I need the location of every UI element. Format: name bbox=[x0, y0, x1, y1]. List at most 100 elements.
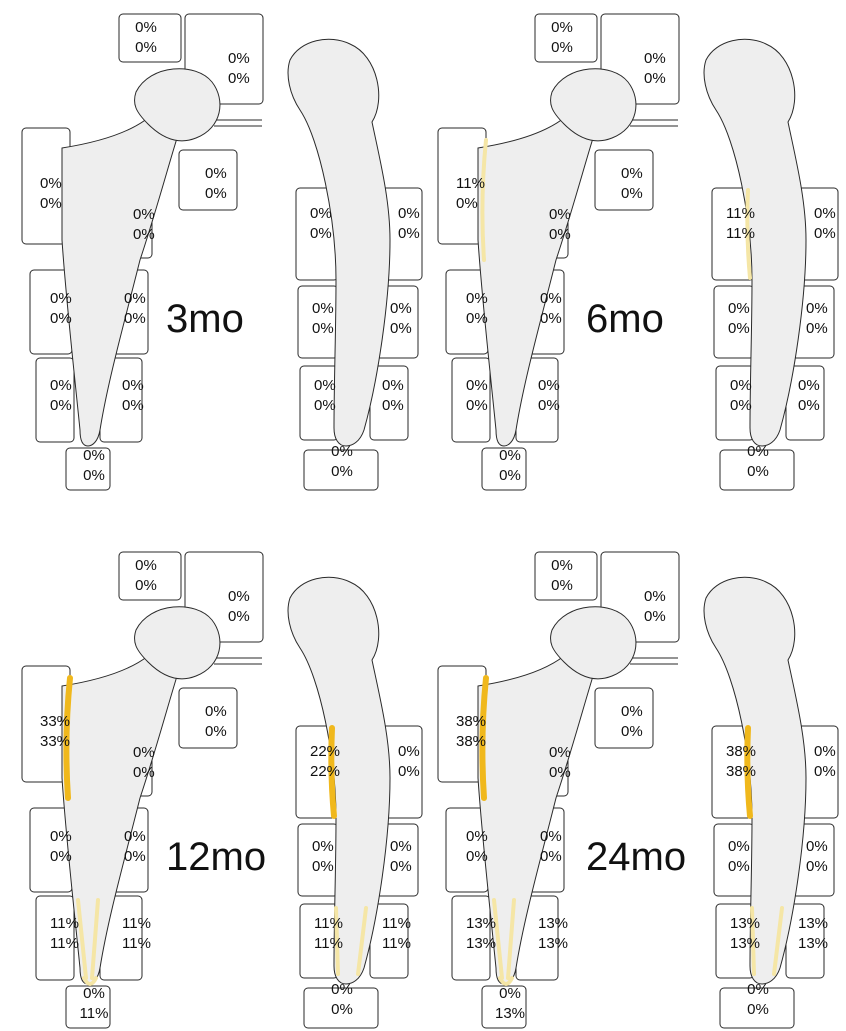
ap-radiolucency-lateral-distal bbox=[76, 898, 88, 980]
lat-zone-tip-outline bbox=[303, 987, 379, 1029]
ap-medial-distal-value: 13% bbox=[538, 935, 568, 952]
ap-zone-greater-trochanter-outline bbox=[534, 13, 598, 63]
ap-lateral-distal-value: 0% bbox=[466, 377, 488, 394]
ap-medial-middle-value: 0% bbox=[124, 848, 146, 865]
ap-zone-lateral-distal-outline bbox=[35, 895, 75, 981]
lat-radiolucency-posterior-distal bbox=[356, 906, 368, 976]
lat-posterior-distal-value: 0% bbox=[382, 377, 404, 394]
ap-zone-greater-trochanter-outline bbox=[534, 551, 598, 601]
ap-zone-lesser-trochanter-outline bbox=[178, 687, 238, 749]
ap-medial-distal-value: 0% bbox=[122, 377, 144, 394]
lat-radiolucency-anterior-distal bbox=[334, 906, 340, 976]
ap-medial-middle-value: 0% bbox=[124, 290, 146, 307]
ap-zone-lesser-trochanter-outline bbox=[178, 149, 238, 211]
ap-lateral-distal-value: 0% bbox=[466, 397, 488, 414]
ap-tip-value: 0% bbox=[499, 447, 521, 464]
lat-anterior-proximal-value: 38% bbox=[726, 743, 756, 760]
ap-greater-trochanter-value: 0% bbox=[551, 39, 573, 56]
lat-posterior-proximal-value: 0% bbox=[398, 225, 420, 242]
lat-posterior-distal-value: 0% bbox=[798, 377, 820, 394]
panel-24mo: 0%0%0%0%0%0%38%38%0%0%0%0%0%0%13%13%13%1… bbox=[437, 551, 839, 1029]
lat-posterior-distal-value: 13% bbox=[798, 935, 828, 952]
panel-3mo: 0%0%0%0%0%0%0%0%0%0%0%0%0%0%0%0%0%0%0%0%… bbox=[21, 13, 423, 491]
lat-anterior-proximal-value: 38% bbox=[726, 763, 756, 780]
ap-lateral-middle-value: 0% bbox=[50, 290, 72, 307]
ap-lateral-middle-value: 0% bbox=[466, 828, 488, 845]
ap-lateral-proximal-value: 33% bbox=[40, 733, 70, 750]
ap-tip-value: 0% bbox=[83, 985, 105, 1002]
lat-anterior-distal-value: 0% bbox=[730, 377, 752, 394]
lat-posterior-distal-value: 0% bbox=[382, 397, 404, 414]
ap-greater-trochanter-value: 0% bbox=[551, 557, 573, 574]
ap-lateral-middle-value: 0% bbox=[50, 828, 72, 845]
lat-posterior-middle-value: 0% bbox=[390, 300, 412, 317]
ap-lateral-proximal-value: 0% bbox=[40, 195, 62, 212]
ap-neck-value: 0% bbox=[644, 608, 666, 625]
lat-posterior-distal-value: 11% bbox=[382, 935, 411, 952]
ap-tip-value: 13% bbox=[495, 1005, 525, 1022]
period-label: 6mo bbox=[586, 297, 664, 341]
lat-anterior-distal-value: 13% bbox=[730, 915, 760, 932]
ap-medial-middle-value: 0% bbox=[124, 828, 146, 845]
lat-radiolucency-anterior-distal bbox=[750, 906, 756, 976]
ap-medial-distal-value: 0% bbox=[122, 397, 144, 414]
ap-lesser-trochanter-value: 0% bbox=[621, 185, 643, 202]
ap-medial-distal-value: 0% bbox=[538, 397, 560, 414]
lat-radiolucency-anterior-proximal bbox=[328, 725, 337, 819]
ap-medial-distal-value: 11% bbox=[122, 915, 151, 932]
ap-lateral-distal-value: 11% bbox=[50, 915, 79, 932]
lat-tip-value: 0% bbox=[331, 463, 353, 480]
lat-posterior-distal-value: 0% bbox=[798, 397, 820, 414]
ap-radiolucency-tip bbox=[82, 976, 98, 986]
ap-zone-tip-outline bbox=[65, 447, 111, 491]
lat-tip-value: 0% bbox=[747, 443, 769, 460]
ap-radiolucency-lateral-proximal bbox=[479, 675, 489, 801]
lat-anterior-proximal-value: 11% bbox=[726, 205, 755, 222]
lat-anterior-distal-value: 0% bbox=[314, 397, 336, 414]
lat-posterior-middle-value: 0% bbox=[390, 858, 412, 875]
lat-posterior-middle-value: 0% bbox=[390, 838, 412, 855]
lat-posterior-proximal-value: 0% bbox=[398, 743, 420, 760]
lat-anterior-proximal-value: 11% bbox=[726, 225, 755, 242]
period-label: 24mo bbox=[586, 835, 686, 879]
lat-posterior-proximal-value: 0% bbox=[814, 743, 836, 760]
femoral-stem-lateral bbox=[703, 38, 807, 447]
ap-medial-middle-value: 0% bbox=[540, 828, 562, 845]
femoral-head-ap bbox=[134, 606, 221, 680]
femoral-stem-lateral bbox=[287, 38, 391, 447]
lat-anterior-proximal-value: 22% bbox=[310, 763, 340, 780]
ap-neck-value: 0% bbox=[644, 588, 666, 605]
lat-anterior-proximal-value: 0% bbox=[310, 225, 332, 242]
ap-lateral-distal-value: 0% bbox=[50, 377, 72, 394]
lat-anterior-middle-value: 0% bbox=[312, 838, 334, 855]
lat-posterior-middle-value: 0% bbox=[806, 858, 828, 875]
ap-greater-trochanter-value: 0% bbox=[135, 577, 157, 594]
ap-greater-trochanter-value: 0% bbox=[551, 577, 573, 594]
lat-anterior-middle-value: 0% bbox=[312, 858, 334, 875]
ap-medial-middle-value: 0% bbox=[540, 290, 562, 307]
lat-posterior-proximal-value: 0% bbox=[814, 205, 836, 222]
ap-lateral-middle-value: 0% bbox=[466, 290, 488, 307]
lat-anterior-distal-value: 0% bbox=[730, 397, 752, 414]
period-label: 3mo bbox=[166, 297, 244, 341]
ap-medial-distal-value: 13% bbox=[538, 915, 568, 932]
ap-lesser-trochanter-value: 0% bbox=[621, 723, 643, 740]
ap-lateral-distal-value: 13% bbox=[466, 935, 496, 952]
ap-lateral-proximal-value: 33% bbox=[40, 713, 70, 730]
ap-tip-value: 0% bbox=[83, 447, 105, 464]
ap-greater-trochanter-value: 0% bbox=[135, 557, 157, 574]
lat-posterior-middle-value: 0% bbox=[390, 320, 412, 337]
lat-posterior-proximal-value: 0% bbox=[814, 225, 836, 242]
femoral-head-ap bbox=[550, 68, 637, 142]
ap-radiolucency-medial-distal bbox=[90, 898, 100, 980]
ap-zone-tip-outline bbox=[65, 985, 111, 1029]
lat-posterior-distal-value: 11% bbox=[382, 915, 411, 932]
lat-anterior-middle-value: 0% bbox=[728, 858, 750, 875]
panel-6mo: 0%0%0%0%0%0%11%0%0%0%0%0%0%0%0%0%0%0%0%0… bbox=[437, 13, 839, 491]
ap-neck-value: 0% bbox=[228, 608, 250, 625]
ap-zone-lateral-distal-outline bbox=[35, 357, 75, 443]
lat-posterior-proximal-value: 0% bbox=[398, 205, 420, 222]
ap-lateral-distal-value: 11% bbox=[50, 935, 79, 952]
ap-medial-proximal-value: 0% bbox=[133, 744, 155, 761]
